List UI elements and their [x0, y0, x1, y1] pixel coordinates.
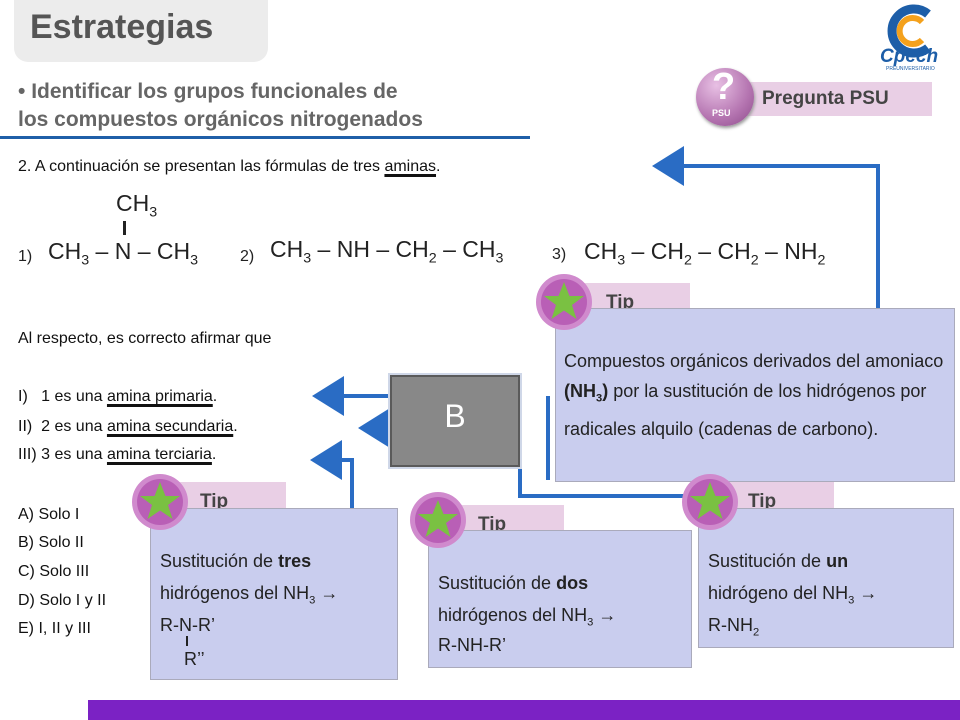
tip4-line2: hidrógeno del NH3 → — [708, 578, 877, 616]
tip4-star-icon — [682, 474, 738, 530]
psu-label: Pregunta PSU — [762, 88, 889, 109]
tip1-label: Tip — [606, 292, 635, 313]
formula3-background — [546, 232, 846, 280]
statement-1: I) 1 es una amina primaria. — [18, 388, 217, 406]
tip1-text-sub: 3 — [596, 392, 603, 405]
bullet: • — [18, 80, 26, 103]
title-tab — [14, 0, 268, 62]
subtitle-underline — [0, 136, 530, 139]
statement-3: III) 3 es una amina terciaria. — [18, 446, 216, 464]
tip4-pre: Sustitución de — [708, 551, 827, 571]
logo-name: Cpech — [880, 46, 939, 67]
question-suffix: . — [436, 158, 441, 175]
subtitle-line2: los compuestos orgánicos nitrogenados — [18, 108, 423, 131]
strategy-subtitle: • Identificar los grupos funcionales de … — [18, 78, 423, 134]
question-highlight: aminas — [384, 158, 437, 175]
tip2-line1: Sustitución de tres — [160, 546, 311, 576]
logo-tagline: PREUNIVERSITARIO — [886, 66, 935, 72]
tip4-bold: un — [826, 551, 849, 571]
tip2-bond — [186, 636, 188, 646]
subtitle-line1: Identificar los grupos funcionales de — [31, 80, 398, 103]
footer-bar — [88, 700, 960, 720]
statement-1-highlight: amina primaria — [106, 388, 213, 405]
tip3-box — [428, 530, 692, 668]
tip2-line3: R-N-R’ — [160, 615, 215, 635]
tip1-box — [555, 308, 955, 482]
statement-3-highlight: amina terciaria — [106, 446, 212, 463]
tip2-l2: hidrógenos del NH — [160, 583, 310, 603]
tip1-text-pre: Compuestos orgánicos derivados del amoni… — [564, 351, 944, 371]
formula2-number: 2) — [240, 248, 255, 265]
tip4-arrow: → — [854, 583, 878, 603]
formula1-main: CH3 – N – CH3 — [48, 238, 199, 269]
formula3-number: 3) — [552, 246, 567, 263]
tip4-l3-sub: 2 — [753, 626, 760, 639]
formula1-top: CH3 — [116, 190, 158, 221]
tip2-box — [150, 508, 398, 680]
tip1-star-icon — [536, 274, 592, 330]
tip4-sub: 3 — [848, 594, 855, 607]
tip1-text: Compuestos orgánicos derivados del amoni… — [564, 346, 948, 444]
tip4-label: Tip — [748, 491, 777, 512]
tip3-pre: Sustitución de — [438, 573, 557, 593]
formula3-main: CH3 – CH2 – CH2 – NH2 — [584, 238, 826, 269]
tip2-line4: R’’ — [184, 649, 205, 669]
tip3-l2: hidrógenos del NH — [438, 605, 588, 625]
statement-2-post: . — [233, 418, 238, 435]
tip4-line1: Sustitución de un — [708, 546, 848, 576]
tip3-label: Tip — [478, 514, 507, 535]
tip2-pre: Sustitución de — [160, 551, 279, 571]
tip3-line2: hidrógenos del NH3 → — [438, 600, 616, 638]
tip2-label: Tip — [200, 491, 229, 512]
statement-2-highlight: amina secundaria — [106, 418, 234, 435]
tip3-line1: Sustitución de dos — [438, 568, 588, 598]
option-e[interactable]: E) I, II y III — [18, 620, 91, 637]
tip4-l2: hidrógeno del NH — [708, 583, 849, 603]
statement-2-num: II) — [18, 418, 33, 435]
option-b[interactable]: B) Solo II — [18, 534, 84, 551]
page-title: Estrategias — [30, 8, 214, 46]
cpech-logo-icon — [887, 4, 931, 58]
tip3-sub: 3 — [587, 616, 594, 629]
statement-1-pre: 1 es una — [41, 388, 107, 405]
tip3-line3: R-NH-R’ — [438, 635, 506, 655]
tip3-arrow: → — [593, 605, 617, 625]
formula1-number: 1) — [18, 248, 33, 265]
answer-box — [390, 375, 520, 467]
statement-1-post: . — [212, 388, 218, 405]
option-c[interactable]: C) Solo III — [18, 563, 90, 580]
statement-2-pre: 2 es una — [41, 418, 107, 435]
tip4-l3: R-NH — [708, 615, 753, 635]
formula2-main: CH3 – NH – CH2 – CH3 — [270, 236, 504, 267]
statement-3-post: . — [211, 446, 217, 463]
tip1-text-bold-end: ) — [602, 381, 609, 401]
prompt-text: Al respecto, es correcto afirmar que — [18, 330, 272, 347]
tip3-bold: dos — [556, 573, 589, 593]
psu-question-icon — [696, 68, 754, 126]
tip2-star-icon — [132, 474, 188, 530]
psu-badge-bar — [722, 82, 932, 116]
tip2-line2: hidrógenos del NH3 → — [160, 578, 338, 616]
psu-question-glyph: ? — [712, 66, 736, 108]
tip2-bold: tres — [278, 551, 312, 571]
psu-icon-text: PSU — [712, 108, 731, 118]
formula1-bond — [123, 221, 126, 235]
tip4-box — [698, 508, 954, 648]
statement-3-pre: 3 es una — [41, 446, 107, 463]
tip3-star-icon — [410, 492, 466, 548]
tip2-sub: 3 — [309, 594, 316, 607]
question-prefix: 2. A continuación se presentan las fórmu… — [18, 158, 385, 175]
tip1-text-bold: (NH — [564, 381, 596, 401]
tip4-line3: R-NH2 — [708, 610, 759, 648]
statement-2: II) 2 es una amina secundaria. — [18, 418, 238, 436]
answer-letter: B — [444, 398, 466, 434]
statement-1-num: I) — [18, 388, 28, 405]
statement-3-num: III) — [18, 446, 37, 463]
option-a[interactable]: A) Solo I — [18, 506, 80, 523]
option-d[interactable]: D) Solo I y II — [18, 592, 107, 609]
question-text: 2. A continuación se presentan las fórmu… — [18, 158, 440, 176]
tip1-text-post: por la sustitución de los hidrógenos por… — [564, 381, 927, 439]
tip2-arrow: → — [315, 583, 339, 603]
